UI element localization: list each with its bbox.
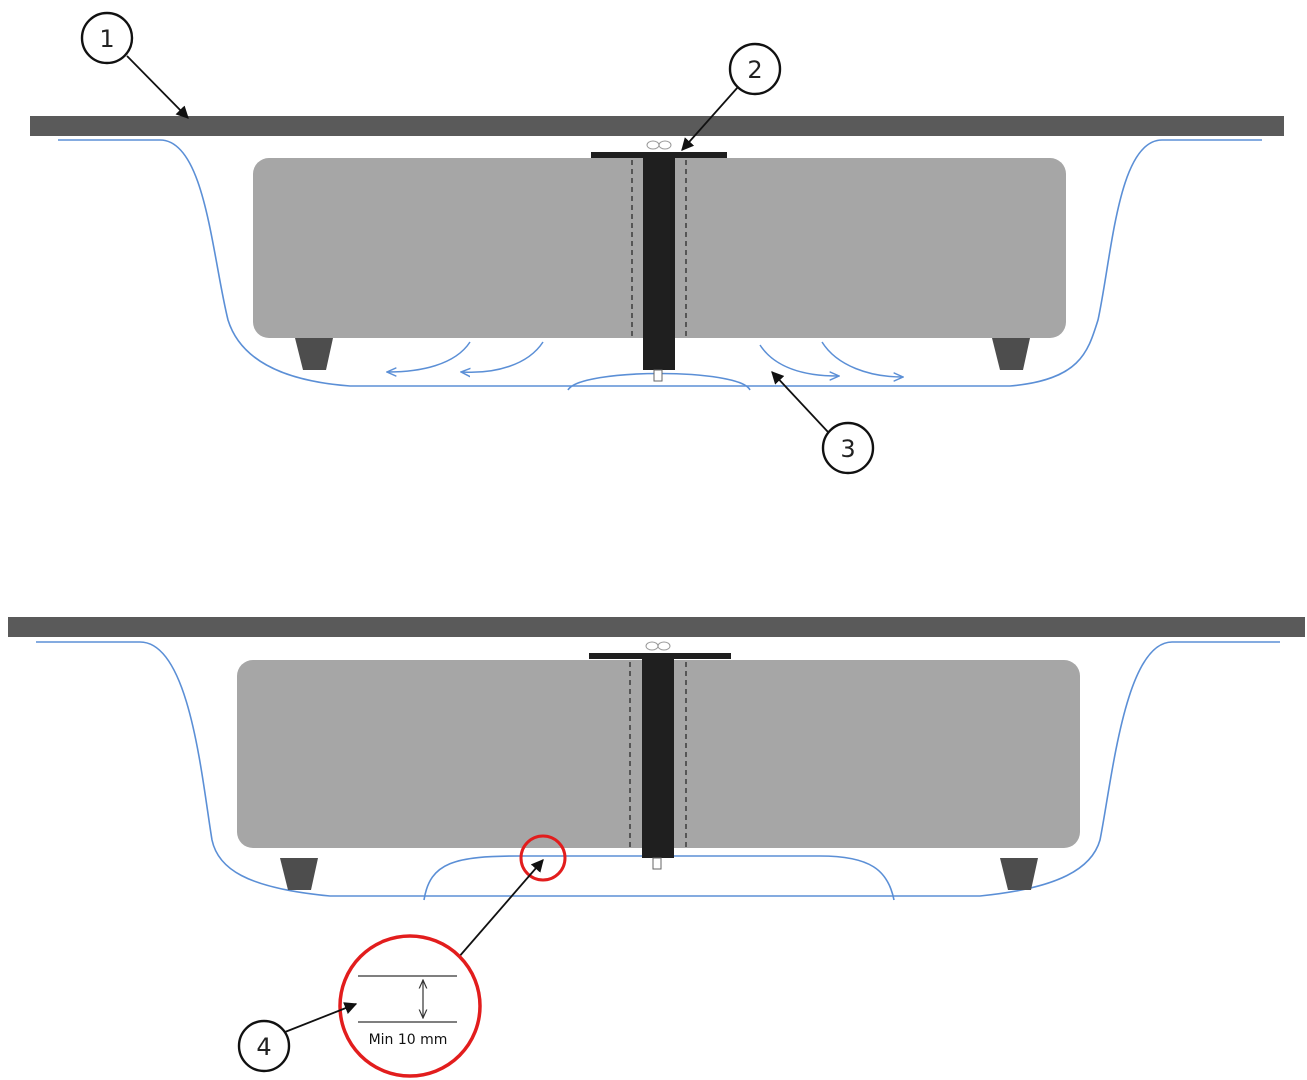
callout-1-label: 1	[99, 25, 114, 53]
top-foot-left	[295, 338, 333, 370]
highlight-small-circle	[519, 834, 567, 882]
top-flow-arrows	[388, 341, 902, 377]
bottom-liquid-outline	[36, 641, 1280, 897]
bottom-foot-right	[1000, 858, 1038, 890]
top-foot-right	[992, 338, 1030, 370]
top-plate	[30, 116, 1284, 136]
bottom-foot-left	[280, 858, 318, 890]
top-bolt-tip	[653, 369, 663, 382]
dimension-label: Min 10 mm	[369, 1032, 448, 1048]
detail-magnified-circle: Min 10 mm	[338, 934, 482, 1078]
callout-3-label: 3	[840, 435, 855, 463]
callout-2: 2	[681, 42, 782, 151]
top-bolt	[643, 152, 675, 370]
callout-2-label: 2	[747, 56, 762, 84]
top-liquid-outline	[58, 139, 1262, 387]
bottom-bolt	[642, 653, 674, 858]
callout-4: 4	[237, 1002, 358, 1073]
bottom-diagram: Min 10 mm 4	[8, 617, 1305, 1078]
top-diagram: 1 2 3	[30, 11, 1284, 475]
bottom-plate	[8, 617, 1305, 637]
callout-4-label: 4	[256, 1033, 271, 1061]
callout-3: 3	[771, 371, 875, 475]
top-wing-nut	[646, 140, 672, 150]
bottom-wing-nut	[645, 641, 671, 651]
bottom-bolt-tip	[652, 857, 662, 870]
callout-1: 1	[80, 11, 189, 119]
